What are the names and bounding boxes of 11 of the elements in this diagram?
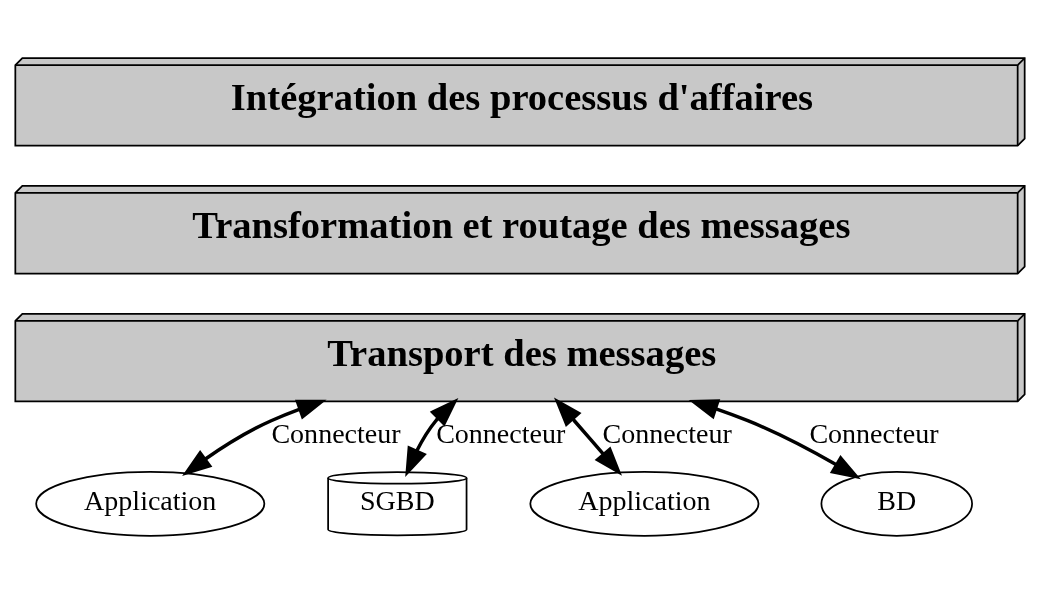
arrow [688, 399, 861, 480]
edge-label: Connecteur [271, 418, 401, 450]
node-ellipse: BD [820, 470, 973, 537]
edge-label: Connecteur [436, 418, 566, 450]
arrow [405, 398, 459, 477]
node-ellipse: Application [35, 470, 266, 537]
edge-label: Connecteur [809, 418, 939, 450]
node-ellipse: Application [529, 470, 760, 537]
arrow [182, 399, 327, 476]
edge-label: Connecteur [602, 418, 732, 450]
arrow [554, 397, 622, 476]
